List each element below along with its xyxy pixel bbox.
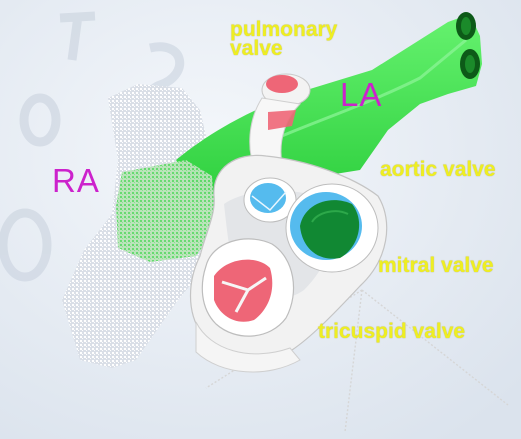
- tricuspid-valve-label: tricuspid valve: [318, 322, 465, 341]
- aortic-valve-label: aortic valve: [380, 160, 496, 179]
- left-atrium-label: LA: [340, 76, 382, 114]
- pulmonary-valve-label: pulmonary valve: [230, 20, 337, 58]
- mitral-valve-label: mitral valve: [378, 256, 494, 275]
- mitral-valve-structure: [286, 184, 378, 272]
- right-atrium-label: RA: [52, 162, 100, 200]
- green-mesh-region: [116, 160, 216, 262]
- pulmonary-valve-label-line2: valve: [230, 39, 337, 58]
- tricuspid-valve-structure: [202, 239, 293, 336]
